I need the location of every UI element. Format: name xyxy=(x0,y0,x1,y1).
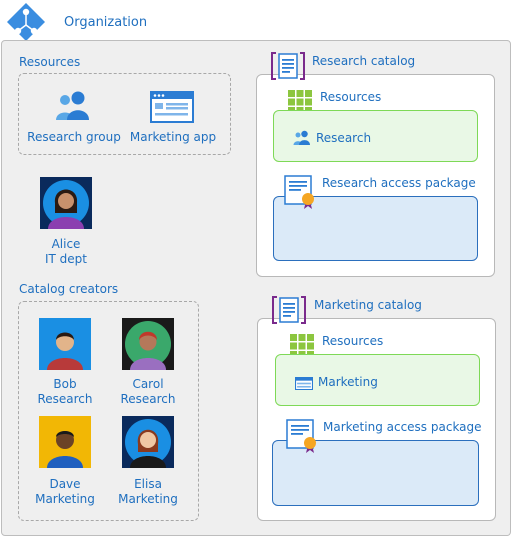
avatar-alice xyxy=(40,177,92,229)
marketing-resource-item: Marketing xyxy=(318,375,378,389)
group-icon xyxy=(55,90,91,122)
organization-icon xyxy=(6,2,46,42)
research-access-package-box xyxy=(273,196,478,261)
organization-title: Organization xyxy=(64,15,148,30)
marketing-catalog-title: Marketing catalog xyxy=(314,298,422,312)
avatar-bob xyxy=(39,318,91,370)
catalog-creators-group xyxy=(18,301,199,521)
research-resources-label: Resources xyxy=(320,90,382,104)
catalog-icon xyxy=(270,51,306,81)
marketing-resources-label: Resources xyxy=(322,334,384,348)
app-window-icon xyxy=(294,375,314,391)
access-package-icon xyxy=(286,419,320,453)
resources-group xyxy=(18,73,231,155)
research-resources-box xyxy=(273,110,478,162)
elisa-name: Elisa xyxy=(134,477,162,491)
marketing-access-package-label: Marketing access package xyxy=(323,420,482,434)
avatar-elisa xyxy=(122,416,174,468)
bob-name: Bob xyxy=(53,377,77,391)
carol-dept: Research xyxy=(120,392,176,406)
dave-name: Dave xyxy=(49,477,81,491)
resource-label-marketing-app: Marketing app xyxy=(129,130,217,144)
research-resource-item: Research xyxy=(316,131,372,145)
alice-name: Alice xyxy=(51,237,81,251)
bob-dept: Research xyxy=(37,392,93,406)
group-icon xyxy=(293,130,311,146)
dave-dept: Marketing xyxy=(35,492,95,506)
avatar-carol xyxy=(122,318,174,370)
app-window-icon xyxy=(150,91,194,123)
resources-heading: Resources xyxy=(19,55,81,69)
carol-name: Carol xyxy=(132,377,164,391)
elisa-dept: Marketing xyxy=(118,492,178,506)
research-catalog-title: Research catalog xyxy=(312,54,416,68)
avatar-dave xyxy=(39,416,91,468)
catalog-icon xyxy=(271,295,307,325)
resource-label-research-group: Research group xyxy=(27,130,121,144)
access-package-icon xyxy=(284,175,318,209)
alice-dept: IT dept xyxy=(44,252,87,266)
research-access-package-label: Research access package xyxy=(322,176,476,190)
catalog-creators-heading: Catalog creators xyxy=(19,282,119,296)
